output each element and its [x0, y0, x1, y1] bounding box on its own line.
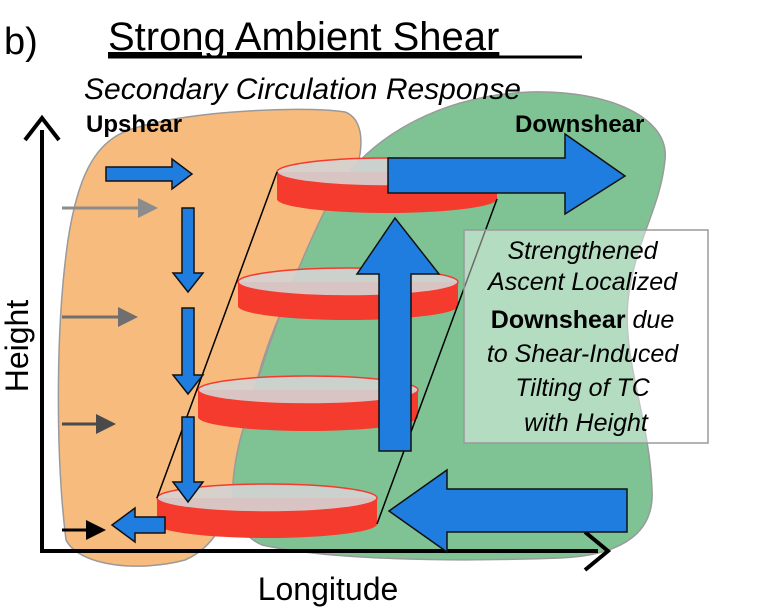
upshear-lowlevel-outflow-arrow [110, 506, 166, 544]
downshear-outflow-arrow [387, 132, 627, 216]
downshear-ascent-arrow [355, 216, 441, 452]
ambient-flow-arrow-1 [62, 198, 158, 218]
vortex-disc-upper-mid [237, 267, 459, 320]
upshear-outflow-arrow [105, 157, 194, 191]
panel-label: b) [4, 21, 38, 63]
upshear-descent-arrow-3 [171, 416, 205, 504]
downshear-inflow-arrow [387, 468, 628, 554]
annotation-line-5: Tilting of TC [515, 374, 650, 402]
vortex-tilt-left-edge [156, 171, 278, 499]
y-axis-arrowhead [23, 114, 61, 142]
upshear-descent-arrow-1 [171, 207, 205, 294]
y-axis-label: Height [0, 300, 35, 393]
vortex-tilt-right-edge [376, 198, 498, 525]
subtitle: Secondary Circulation Response [84, 73, 521, 106]
annotation-line-6: with Height [524, 409, 649, 437]
annotation-line-2: Ascent Localized [486, 268, 678, 296]
downshear-label: Downshear [515, 111, 644, 138]
upshear-descent-arrow-2 [171, 307, 205, 396]
vortex-disc-bottom [156, 483, 378, 538]
ambient-flow-arrow-3 [62, 414, 116, 434]
annotation-line-4: to Shear-Induced [487, 340, 679, 368]
ambient-flow-arrow-2 [62, 307, 138, 327]
annotation-box [463, 229, 709, 444]
title: Strong Ambient Shear [108, 15, 499, 59]
x-axis-arrowhead [583, 530, 612, 572]
ambient-flow-arrow-4 [62, 520, 106, 540]
x-axis-label: Longitude [258, 571, 399, 607]
annotation-bold-word: Downshear [491, 306, 626, 334]
annotation-italic-word: due [626, 306, 675, 334]
upshear-label: Upshear [86, 111, 182, 138]
vortex-disc-lower-mid [197, 375, 419, 431]
annotation-line-3: Downshear due [491, 306, 674, 334]
annotation-line-1: Strengthened [507, 237, 658, 265]
annotation-text: Strengthened Ascent Localized Downshear … [486, 237, 685, 437]
